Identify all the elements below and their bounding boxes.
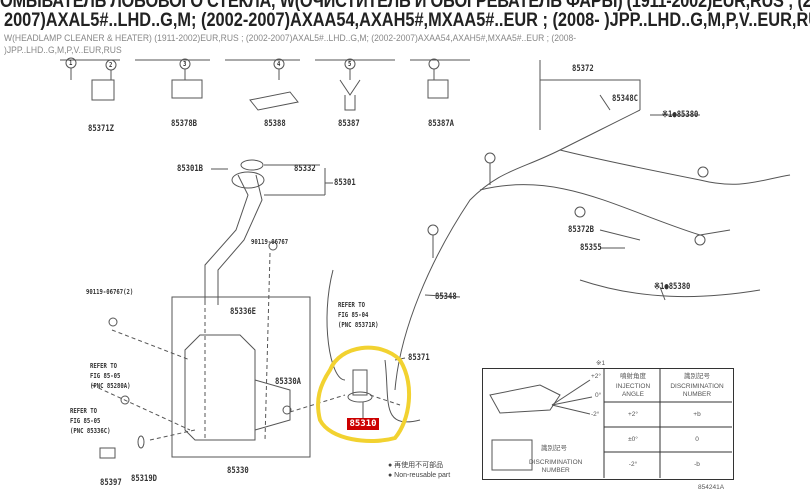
row1-number: +b [693,411,701,418]
header-title-line2: 2007)AXAL5#..LHD..G,M; (2002-2007)AXAA54… [4,10,810,31]
marker-jp: 識別記号 [541,445,567,452]
part-85372[interactable]: 85372 [572,64,594,74]
col1-jp: 噴射角度 [620,373,646,380]
col1-header: INJECTION ANGLE [615,383,651,398]
part-85330[interactable]: 85330 [227,466,249,476]
part-85348C[interactable]: 85348C [612,94,639,104]
reference-85371R[interactable]: REFER TO FIG 85-04 (PNC 85371R) [338,301,379,329]
part-85355[interactable]: 85355 [580,243,602,253]
legend-jp: ● 再使用不可部品 [388,462,444,469]
row2-number: 0 [695,436,699,443]
part-85378B[interactable]: 85378B [171,119,198,129]
callout-3: 3 [183,60,187,68]
row1-angle: +2° [627,411,638,418]
row2-angle: ±0° [628,436,638,443]
row3-number: -b [694,461,700,468]
callout-5: 5 [348,60,352,68]
header-subtitle: W(HEADLAMP CLEANER & HEATER) (1911-2002)… [4,33,576,57]
angle-zero: 0° [595,392,602,399]
marker-label: DISCRIMINATION NUMBER [529,459,583,474]
figure-id: 854241A [698,484,725,491]
part-85332[interactable]: 85332 [294,164,316,174]
part-85310-highlighted[interactable]: 85310 [347,418,379,430]
detail-note: ※1 [596,360,606,367]
part-85387A[interactable]: 85387A [428,119,455,129]
part-85380-lower[interactable]: ※1●85380 [654,282,691,292]
part-85336E[interactable]: 85336E [230,307,257,317]
part-85301[interactable]: 85301 [334,178,356,188]
callout-2: 2 [109,61,113,69]
subtitle-line1: W(HEADLAMP CLEANER & HEATER) (1911-2002)… [4,33,577,44]
part-85387[interactable]: 85387 [338,119,360,129]
row3-angle: -2° [628,461,638,468]
part-85330A[interactable]: 85330A [275,377,302,387]
part-85388[interactable]: 85388 [264,119,286,129]
col2-header: DISCRIMINATION NUMBER [670,383,724,398]
part-90119-06767[interactable]: 90119-06767 [251,238,289,246]
injection-angle-table: 噴射角度 INJECTION ANGLE 識別記号 DISCRIMINATION… [482,368,734,480]
legend-non-reusable: ● Non-reusable part [388,472,451,479]
callout-4: 4 [277,60,281,68]
header-title-line1: ОМЫВАТЕЛЬ ЛОБОВОГО СТЕКЛА, W(ОЧИСТИТЕЛЬ … [0,0,810,12]
reference-85280A[interactable]: REFER TO FIG 85-05 (PNC 85280A) [90,362,131,390]
part-85371[interactable]: 85371 [408,353,430,363]
part-85301B[interactable]: 85301B [177,164,204,174]
angle-minus: -2° [591,411,600,418]
part-85319D[interactable]: 85319D [131,474,158,484]
col2-jp: 識別記号 [684,373,710,380]
part-85397[interactable]: 85397 [100,478,122,488]
part-85371Z[interactable]: 85371Z [88,124,115,134]
callout-1: 1 [69,59,73,67]
reference-85336C[interactable]: REFER TO FIG 85-05 (PNC 85336C) [70,407,111,435]
part-90119-06767-x2[interactable]: 90119-06767(2) [86,288,134,296]
legend: ● 再使用不可部品 ● Non-reusable part [388,461,450,481]
subtitle-line2: )JPP..LHD..G,M,P,V..EUR,RUS [4,45,122,56]
part-85380-upper[interactable]: ※1●85380 [662,110,699,120]
angle-plus: +2° [591,373,602,380]
part-85372B[interactable]: 85372B [568,225,595,235]
part-85348[interactable]: 85348 [435,292,457,302]
